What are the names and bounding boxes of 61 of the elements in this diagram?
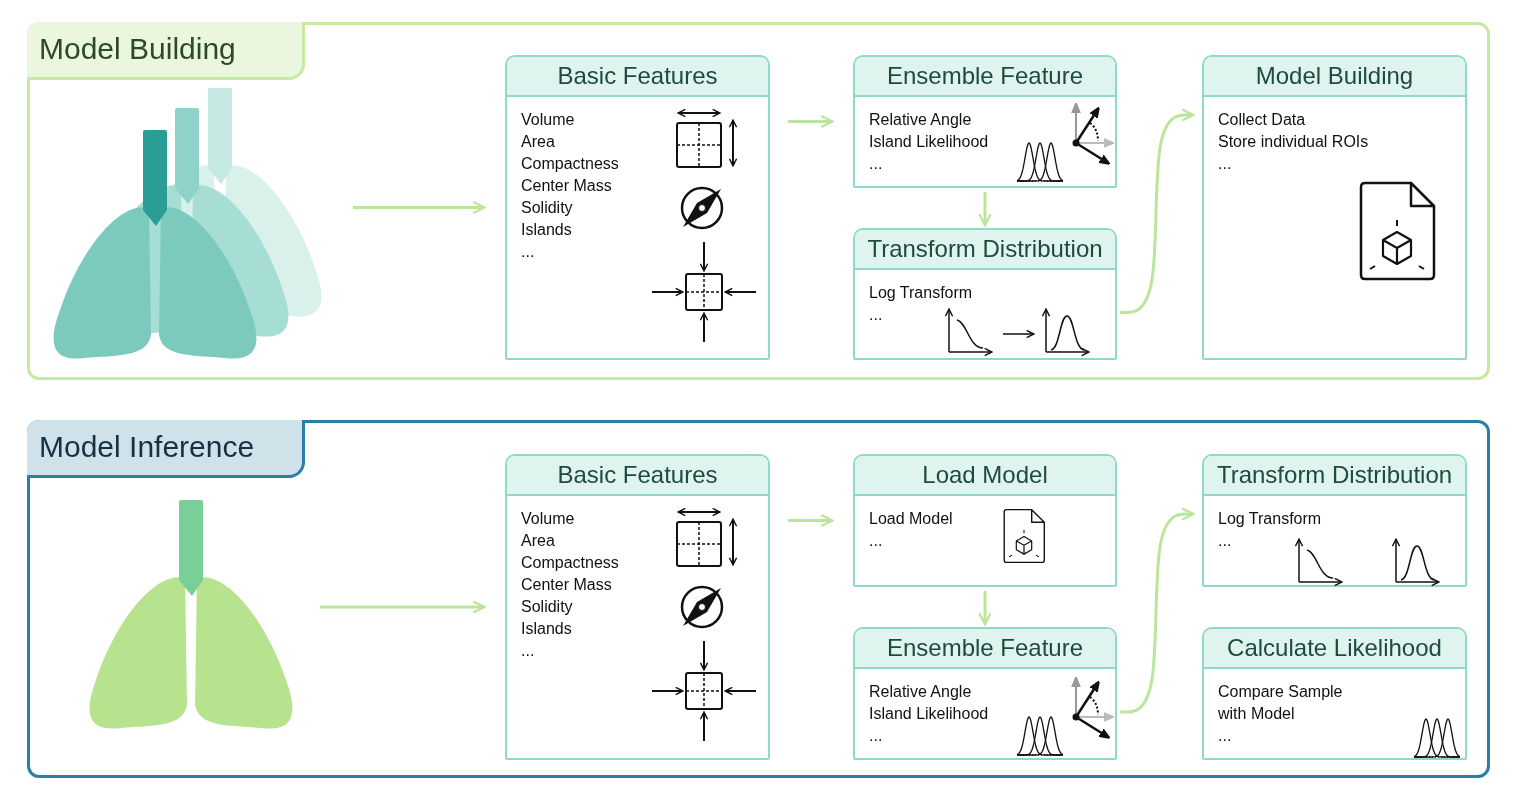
list-item-text: Log Transform bbox=[1218, 509, 1322, 529]
list-item-text: ... bbox=[521, 641, 535, 661]
list-item-text: ... bbox=[1218, 726, 1232, 746]
list-item-text: Volume bbox=[521, 110, 575, 130]
section-title-tab: Model Building bbox=[27, 22, 305, 80]
arrow bbox=[320, 600, 486, 614]
card-title: Transform Distribution bbox=[855, 230, 1115, 270]
list-item-text: ... bbox=[1218, 531, 1232, 551]
curved-arrow bbox=[1120, 507, 1195, 714]
process-card bbox=[505, 454, 770, 760]
process-card bbox=[1202, 454, 1467, 587]
list-item-text: Islands bbox=[521, 619, 572, 639]
list-item-text: ... bbox=[869, 154, 883, 174]
list-item-text: Compare Sample with Model bbox=[1218, 682, 1344, 724]
list-item-text: Area bbox=[521, 531, 555, 551]
process-card bbox=[505, 55, 770, 360]
list-item-text: Island Likelihood bbox=[869, 704, 989, 724]
list-item-text: Collect Data bbox=[1218, 110, 1306, 130]
card-title: Basic Features bbox=[507, 456, 768, 496]
process-card bbox=[853, 228, 1117, 360]
card-title: Basic Features bbox=[507, 57, 768, 97]
list-item-text: ... bbox=[869, 726, 883, 746]
list-item-text: Log Transform bbox=[869, 283, 973, 303]
list-item-text: Area bbox=[521, 132, 555, 152]
card-title: Load Model bbox=[855, 456, 1115, 496]
list-item-text: Load Model bbox=[869, 509, 953, 529]
card-title: Calculate Likelihood bbox=[1204, 629, 1465, 669]
list-item-text: Relative Angle bbox=[869, 110, 972, 130]
list-item-text: ... bbox=[869, 531, 883, 551]
list-item-text: ... bbox=[1218, 154, 1232, 174]
arrow bbox=[788, 114, 834, 129]
arrow bbox=[353, 200, 486, 215]
list-item-text: Solidity bbox=[521, 198, 573, 218]
list-item-text: Compactness bbox=[521, 154, 619, 174]
process-card bbox=[853, 627, 1117, 760]
process-card bbox=[853, 55, 1117, 188]
list-item-text: Compactness bbox=[521, 553, 619, 573]
process-card bbox=[853, 454, 1117, 587]
list-item-text: Store individual ROIs bbox=[1218, 132, 1369, 152]
list-item-text: Islands bbox=[521, 220, 572, 240]
list-item-text: Center Mass bbox=[521, 575, 612, 595]
arrow bbox=[978, 591, 992, 626]
arrow bbox=[978, 192, 992, 227]
list-item-text: ... bbox=[869, 305, 883, 325]
card-title: Ensemble Feature bbox=[855, 629, 1115, 669]
curved-arrow bbox=[1120, 108, 1195, 314]
list-item-text: Solidity bbox=[521, 597, 573, 617]
card-title: Model Building bbox=[1204, 57, 1465, 97]
process-card bbox=[1202, 627, 1467, 760]
list-item-text: Volume bbox=[521, 509, 575, 529]
card-title: Ensemble Feature bbox=[855, 57, 1115, 97]
process-card bbox=[1202, 55, 1467, 360]
list-item-text: ... bbox=[521, 242, 535, 262]
arrow bbox=[788, 513, 834, 528]
card-title: Transform Distribution bbox=[1204, 456, 1465, 496]
section-title-tab: Model Inference bbox=[27, 420, 305, 478]
list-item-text: Relative Angle bbox=[869, 682, 972, 702]
list-item-text: Island Likelihood bbox=[869, 132, 989, 152]
list-item-text: Center Mass bbox=[521, 176, 612, 196]
section-panel bbox=[27, 22, 1490, 380]
section-panel bbox=[27, 420, 1490, 778]
